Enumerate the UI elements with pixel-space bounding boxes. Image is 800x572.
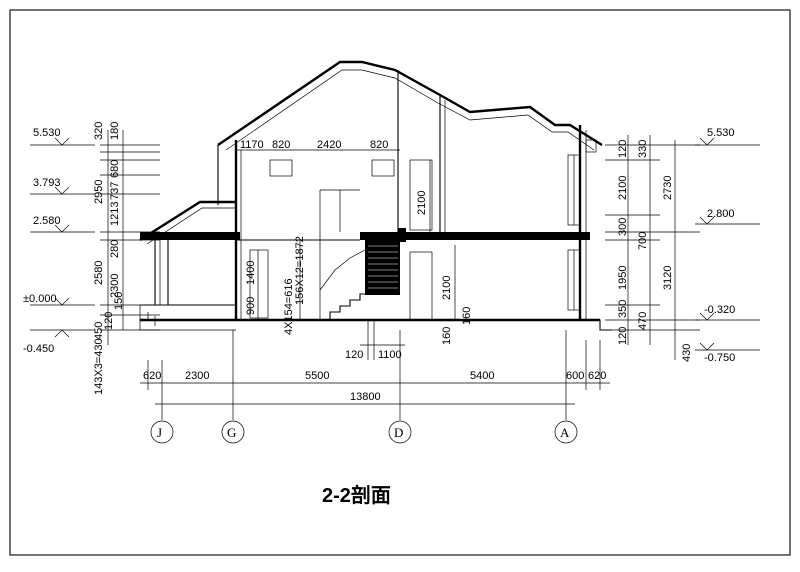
top-dimensions: 1170 820 2420 820: [236, 139, 400, 151]
right-dim-c3: 430: [681, 344, 693, 362]
building-section: [139, 60, 612, 331]
small-dim-1: 120: [345, 349, 363, 361]
left-dim-b7: 120: [103, 312, 115, 330]
right-level-2: 2.800: [707, 208, 735, 220]
inner-dim-3: 160: [461, 307, 473, 325]
axis-markers: J G D A: [150, 420, 578, 444]
bottom-dim-6: 620: [588, 370, 606, 382]
inner-dim-2: 2100: [441, 276, 453, 300]
right-level-markers: 5.530 2.800 -0.320 -0.750: [695, 127, 760, 364]
right-dim-c1: 2730: [662, 176, 674, 200]
right-dim-b3: 470: [637, 312, 649, 330]
left-level-3: 2.580: [33, 215, 61, 227]
left-level-2: 3.793: [33, 177, 61, 189]
sheet-frame: [9, 9, 791, 556]
left-dim-a3: 2580: [93, 261, 105, 285]
bottom-dim-total: 13800: [350, 391, 381, 403]
stair-label-1: 1400: [245, 261, 257, 285]
left-dim-b1: 180: [109, 122, 121, 140]
right-dim-a2: 2100: [617, 176, 629, 200]
axis-j-label: J: [157, 425, 162, 440]
bottom-dim-1: 620: [143, 370, 161, 382]
axis-a-label: A: [560, 425, 570, 440]
right-dimension-lines: [605, 135, 700, 360]
bottom-dim-2: 2300: [185, 370, 209, 382]
left-dim-a5: 143X3=430: [93, 338, 105, 395]
inner-dimensions: 2100 2100 160: [416, 160, 473, 325]
right-dims-col2: 330 700 470: [637, 140, 649, 330]
right-dim-a1: 120: [617, 140, 629, 158]
right-dim-a4: 1950: [617, 266, 629, 290]
small-dims: 120 1100 160: [345, 320, 453, 361]
left-dim-b4: 1213: [109, 202, 121, 226]
drawing-title: 2-2剖面: [322, 483, 391, 507]
bottom-dim-3: 5500: [305, 370, 329, 382]
small-dim-3: 160: [441, 327, 453, 345]
top-dim-4: 820: [370, 139, 388, 151]
right-level-4: -0.750: [704, 352, 735, 364]
right-dims-col1: 120 2100 300 1950 350 120: [617, 140, 629, 345]
stair-label-3: 4X154=616: [283, 278, 295, 335]
left-dim-a1: 320: [93, 122, 105, 140]
left-dim-b6: 2300: [109, 274, 121, 298]
small-dim-2: 1100: [378, 349, 402, 361]
left-dim-b3: 737: [109, 182, 121, 200]
bottom-dim-4: 5400: [470, 370, 494, 382]
right-dim-a6: 120: [617, 327, 629, 345]
right-level-1: 5.530: [707, 127, 735, 139]
right-dim-c2: 3120: [662, 266, 674, 290]
left-level-5: -0.450: [23, 343, 54, 355]
top-dim-3: 2420: [317, 139, 341, 151]
axis-g-label: G: [227, 425, 236, 440]
stair-labels: 1400 900 4X154=616 156X12=1872: [245, 236, 306, 335]
right-dim-b2: 700: [637, 232, 649, 250]
left-level-1: 5.530: [33, 127, 61, 139]
stair-label-4: 156X12=1872: [294, 236, 306, 305]
inner-dim-1: 2100: [416, 191, 428, 215]
right-dim-a3: 300: [617, 218, 629, 236]
left-dim-b2: 680: [109, 160, 121, 178]
left-dimension-lines: [100, 130, 160, 345]
right-dims-col3: 2730 3120 430: [662, 176, 693, 362]
left-dims-col1: 320 2950 2580 450 143X3=430: [93, 122, 105, 395]
right-dim-a5: 350: [617, 300, 629, 318]
right-level-3: -0.320: [704, 304, 735, 316]
top-dim-1: 1170: [240, 139, 264, 151]
top-dim-2: 820: [272, 139, 290, 151]
left-dim-a2: 2950: [93, 180, 105, 204]
axis-d-label: D: [394, 425, 403, 440]
bottom-dimension-lines: [140, 330, 610, 420]
left-level-markers: 5.530 3.793 2.580 ±0.000 -0.450: [23, 127, 95, 355]
stair-label-2: 900: [245, 297, 257, 315]
left-dim-a4: 450: [93, 322, 105, 340]
right-dim-b1: 330: [637, 140, 649, 158]
left-level-4: ±0.000: [23, 293, 57, 305]
left-dims-col2: 180 680 737 1213 280 2300 120 150: [103, 122, 125, 330]
slab-hatch: [361, 231, 549, 241]
left-dim-b8: 150: [113, 292, 125, 310]
stair-section: [365, 240, 400, 295]
left-dim-b5: 280: [109, 240, 121, 258]
bottom-dim-5: 600: [566, 370, 584, 382]
bottom-dims-row1: 620 2300 5500 5400 600 620: [143, 370, 606, 382]
